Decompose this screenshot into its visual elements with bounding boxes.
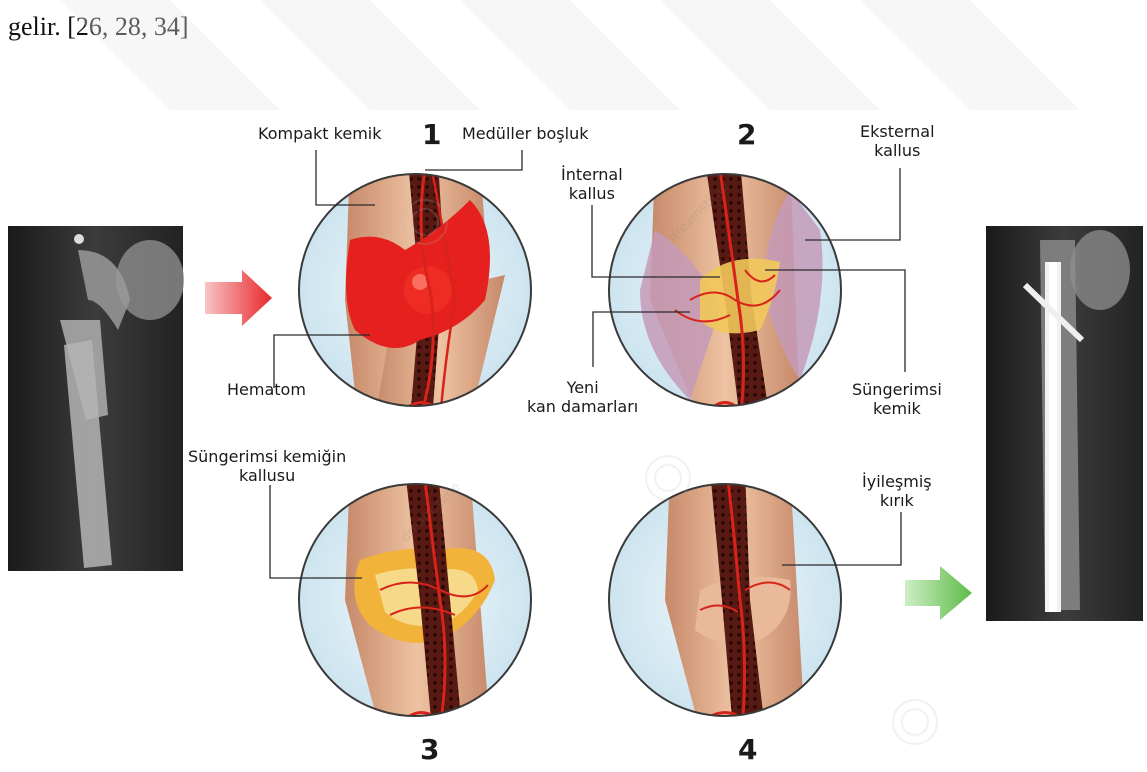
label-meduller-bosluk: Medüller boşluk <box>462 124 588 143</box>
stage-number-2: 2 <box>737 118 756 151</box>
stage-number-1: 1 <box>422 118 441 151</box>
label-hematom: Hematom <box>227 380 306 399</box>
background-stripes <box>60 0 1080 110</box>
stage-number-3: 3 <box>420 733 439 766</box>
xray-fractured-femur <box>8 226 184 571</box>
green-arrow <box>905 566 972 620</box>
xray-healed-femur <box>986 226 1143 621</box>
red-arrow <box>205 270 272 326</box>
stage-number-4: 4 <box>738 733 757 766</box>
label-kompakt-kemik: Kompakt kemik <box>258 124 382 143</box>
